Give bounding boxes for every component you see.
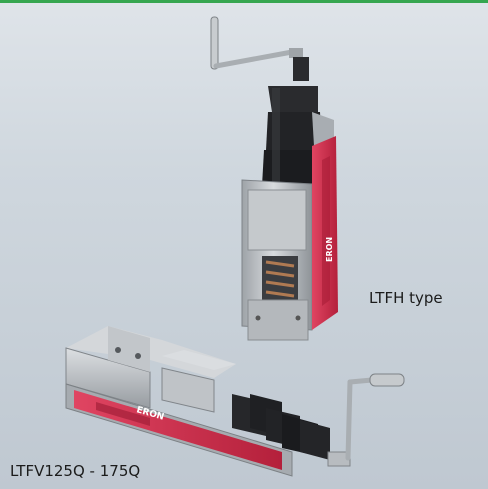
crank-handle-upright <box>210 16 309 81</box>
crank-handle-horizontal <box>327 373 405 467</box>
red-side-plate-horizontal <box>74 390 282 470</box>
caption-ltfh: LTFH type <box>369 289 443 307</box>
caption-ltfv: LTFV125Q - 175Q <box>10 462 141 480</box>
stepped-jaw-horizontal <box>232 394 330 460</box>
stepped-jaw-upright <box>262 86 324 186</box>
brand-logo-upright: ERON <box>325 237 334 262</box>
accent-bar <box>0 0 488 3</box>
horizontal-vise: ERON <box>65 326 405 477</box>
upright-vise: ERON <box>210 16 338 341</box>
